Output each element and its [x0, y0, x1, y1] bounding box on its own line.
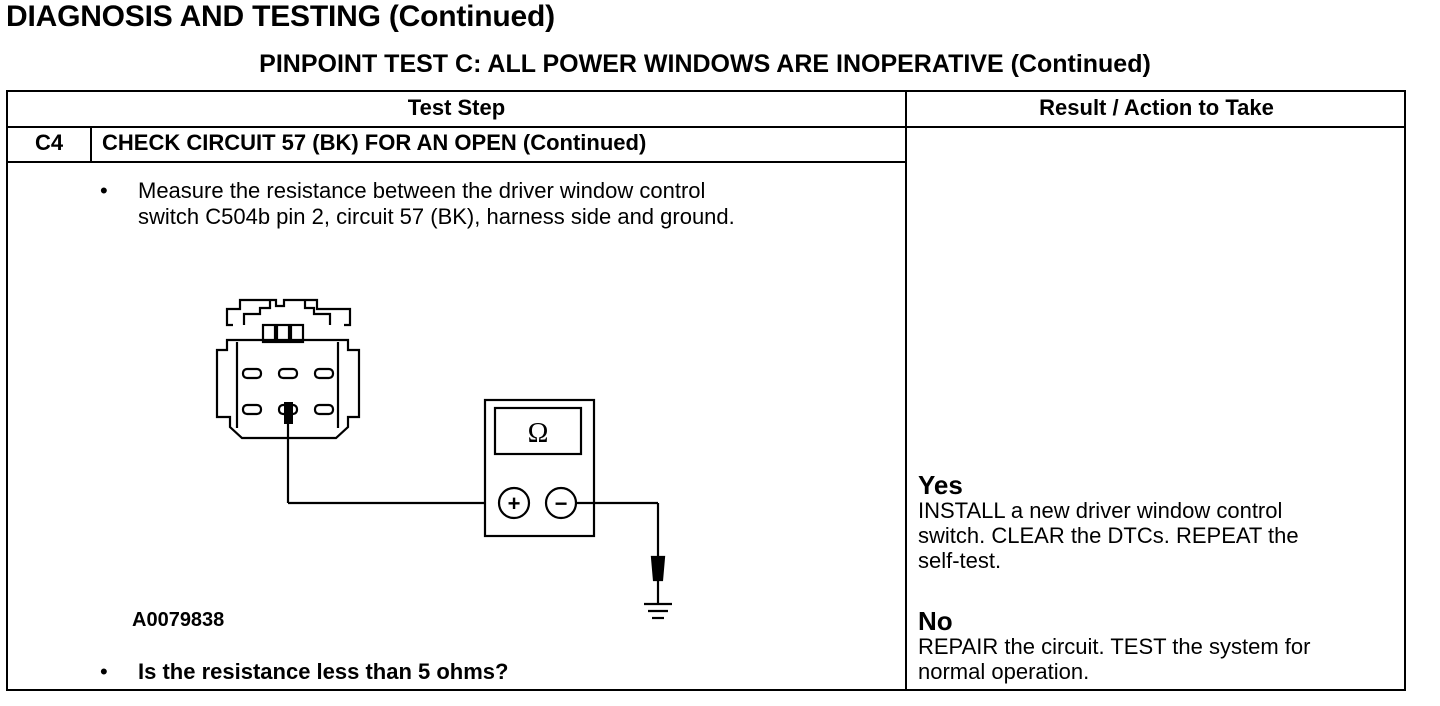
ohm-symbol: Ω	[528, 418, 549, 449]
ohmmeter	[483, 398, 596, 538]
result-no-line-2: normal operation.	[918, 659, 1090, 684]
wiring-diagram: Ω + −	[215, 298, 672, 620]
step-id: C4	[34, 130, 64, 155]
ground-symbol	[644, 602, 672, 620]
bullet-instruction: •	[100, 178, 108, 203]
page-title: DIAGNOSIS AND TESTING (Continued)	[6, 0, 555, 33]
instruction-line-2: switch C504b pin 2, circuit 57 (BK), har…	[138, 204, 735, 229]
question-text: Is the resistance less than 5 ohms?	[138, 659, 509, 684]
column-divider	[905, 90, 907, 691]
test-table	[6, 90, 1406, 691]
meter-plus-terminal: +	[508, 491, 521, 516]
bullet-question: •	[100, 659, 108, 684]
step-title: CHECK CIRCUIT 57 (BK) FOR AN OPEN (Conti…	[102, 130, 647, 155]
header-test-step: Test Step	[407, 95, 506, 120]
result-yes-line-2: switch. CLEAR the DTCs. REPEAT the	[918, 523, 1299, 548]
result-no-label: No	[918, 606, 953, 636]
result-yes-label: Yes	[918, 470, 963, 500]
positive-probe	[284, 402, 485, 505]
result-no-line-1: REPAIR the circuit. TEST the system for	[918, 634, 1311, 659]
instruction-line-1: Measure the resistance between the drive…	[138, 178, 706, 203]
meter-minus-terminal: −	[555, 491, 568, 516]
step-row-divider	[6, 161, 906, 163]
header-result-action: Result / Action to Take	[1039, 95, 1274, 120]
result-yes-line-1: INSTALL a new driver window control	[918, 498, 1283, 523]
step-id-divider	[90, 126, 92, 162]
negative-probe	[576, 501, 666, 604]
header-divider	[6, 126, 1406, 128]
figure-id: A0079838	[132, 609, 225, 631]
result-yes-line-3: self-test.	[918, 548, 1002, 573]
pinpoint-test-title: PINPOINT TEST C: ALL POWER WINDOWS ARE I…	[259, 50, 1151, 78]
